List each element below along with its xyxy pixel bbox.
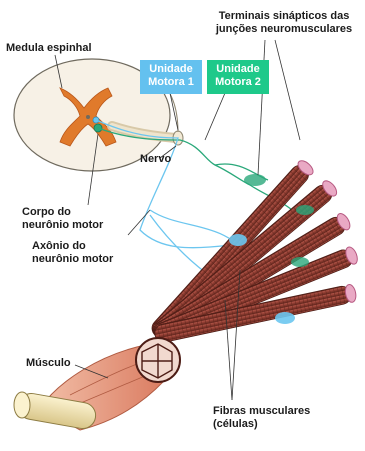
label-muscle-fibers-line2: (células)	[213, 418, 310, 431]
motor-unit-2-line1: Unidade	[207, 63, 269, 76]
label-axon: Axônio do neurônio motor	[32, 240, 113, 266]
label-cell-body-line2: neurônio motor	[22, 219, 103, 232]
label-nerve: Nervo	[140, 153, 171, 166]
label-spinal-cord: Medula espinhal	[6, 42, 92, 55]
label-muscle-fibers-line1: Fibras musculares	[213, 405, 310, 418]
label-cell-body: Corpo do neurônio motor	[22, 206, 103, 232]
motor-unit-1-line1: Unidade	[140, 63, 202, 76]
whole-muscle	[14, 338, 180, 431]
label-axon-line1: Axônio do	[32, 240, 113, 253]
label-synaptic-terminals-line2: junções neuromusculares	[205, 23, 363, 36]
label-muscle-fibers: Fibras musculares (células)	[213, 405, 310, 431]
motor-unit-1-box: Unidade Motora 1	[140, 60, 202, 94]
motor-unit-2-line2: Motora 2	[207, 76, 269, 89]
label-axon-line2: neurônio motor	[32, 253, 113, 266]
label-cell-body-line1: Corpo do	[22, 206, 103, 219]
motor-unit-1-line2: Motora 1	[140, 76, 202, 89]
motor-unit-2-box: Unidade Motora 2	[207, 60, 269, 94]
label-muscle: Músculo	[26, 357, 71, 370]
label-synaptic-terminals: Terminais sinápticos das junções neuromu…	[205, 10, 363, 36]
label-synaptic-terminals-line1: Terminais sinápticos das	[205, 10, 363, 23]
